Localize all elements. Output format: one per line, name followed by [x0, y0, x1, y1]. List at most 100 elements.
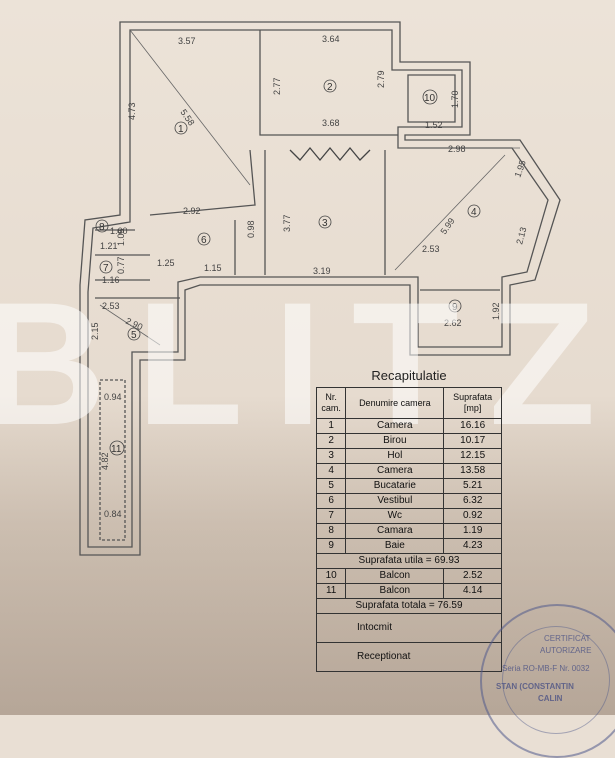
room-number-5: 5	[131, 330, 137, 341]
room-number-6: 6	[201, 235, 207, 246]
recap-table: Nr. cam. Denumire camera Suprafata [mp] …	[315, 387, 502, 672]
cell-name: Vestibul	[345, 493, 445, 509]
balcony-11	[99, 379, 126, 541]
inner-wall	[87, 29, 549, 548]
dim-label: 2.92	[183, 206, 201, 216]
cell-nr: 1	[315, 418, 347, 434]
room-number-9: 9	[452, 302, 458, 313]
wall-room2	[259, 30, 398, 136]
cell-nr: 9	[315, 538, 347, 554]
dim-label: 3.64	[322, 34, 340, 44]
cell-name: Bucatarie	[345, 478, 445, 494]
dim-label: 0.98	[246, 220, 256, 238]
header-area: Suprafata [mp]	[443, 387, 502, 419]
cell-nr: 3	[315, 448, 347, 464]
dim-label: 2.15	[90, 322, 100, 340]
cell-area: 2.52	[443, 568, 502, 584]
total-area: Suprafata totala = 76.59	[316, 598, 502, 614]
header-nr: Nr. cam.	[315, 387, 347, 419]
floor-plan-drawing: 3.57 5.58 4.73 3.64 2.77 2.79 3.68 1.70 …	[79, 21, 561, 556]
dim-label: 1.21	[100, 241, 118, 251]
room-number-7: 7	[103, 263, 109, 274]
recap-panel: Recapitulatie Nr. cam. Denumire camera S…	[315, 368, 502, 672]
dim-label: 1.52	[425, 120, 443, 130]
cell-area: 10.17	[443, 433, 502, 449]
room-number-4: 4	[471, 207, 477, 218]
dim-label: 1.05	[116, 228, 126, 246]
cell-name: Hol	[345, 448, 445, 464]
cell-area: 1.19	[443, 523, 502, 539]
cell-name: Camara	[345, 523, 445, 539]
cell-area: 13.58	[443, 463, 502, 479]
drawn-by: Intocmit	[316, 613, 502, 643]
cell-name: Balcon	[345, 568, 445, 584]
outer-wall	[79, 21, 561, 556]
dim-label: 1.70	[450, 90, 460, 108]
balcony-10	[407, 74, 456, 123]
cell-name: Balcon	[345, 583, 445, 599]
cell-nr: 10	[315, 568, 347, 584]
dim-label: 1.16	[102, 275, 120, 285]
cell-area: 0.92	[443, 508, 502, 524]
cell-nr: 7	[315, 508, 347, 524]
stamp-text: STAN (CONSTANTIN	[496, 682, 574, 691]
dim-label: 2.62	[444, 318, 462, 328]
wall-room1-bottom	[149, 149, 256, 216]
cell-area: 5.21	[443, 478, 502, 494]
cell-area: 16.16	[443, 418, 502, 434]
recap-title: Recapitulatie	[371, 368, 447, 383]
cell-area: 12.15	[443, 448, 502, 464]
dim-label: 0.77	[116, 256, 126, 274]
dim-label: 1.60	[110, 226, 128, 236]
wall-small-rooms	[95, 229, 150, 281]
dim-label: 2.77	[272, 77, 282, 95]
dim-label: 3.68	[322, 118, 340, 128]
room-number-2: 2	[327, 82, 333, 93]
dim-label: 1.25	[157, 258, 175, 268]
cell-nr: 6	[315, 493, 347, 509]
room-number-1: 1	[178, 124, 184, 135]
cell-name: Birou	[345, 433, 445, 449]
dim-label: 1.92	[491, 302, 501, 320]
useful-area: Suprafata utila = 69.93	[316, 553, 502, 569]
useful-area-row: Suprafata utila = 69.93	[316, 553, 502, 569]
cell-name: Baie	[345, 538, 445, 554]
received-by-row: Receptionat	[316, 642, 502, 672]
cell-nr: 4	[315, 463, 347, 479]
dim-label: 3.57	[178, 36, 196, 46]
cell-nr: 11	[315, 583, 347, 599]
authorization-stamp: CERTIFICAT AUTORIZARE Seria RO-MB-F Nr. …	[480, 604, 615, 758]
cell-name: Camera	[345, 418, 445, 434]
room-number-8: 8	[99, 222, 105, 233]
cell-area: 6.32	[443, 493, 502, 509]
dim-label: 4.82	[100, 452, 110, 470]
dim-label: 1.15	[204, 263, 222, 273]
stamp-text: CALIN	[538, 694, 563, 703]
cell-nr: 2	[315, 433, 347, 449]
total-area-row: Suprafata totala = 76.59	[316, 598, 502, 614]
received-by: Receptionat	[316, 642, 502, 672]
dim-label: 3.19	[313, 266, 331, 276]
dim-label: 0.94	[104, 392, 122, 402]
cell-nr: 5	[315, 478, 347, 494]
stamp-text: AUTORIZARE	[540, 646, 592, 655]
room-number-11: 11	[111, 444, 122, 455]
dim-label: 3.77	[282, 214, 292, 232]
stamp-text: Seria RO-MB-F Nr. 0032	[502, 664, 590, 673]
room-number-3: 3	[322, 218, 328, 229]
cell-name: Camera	[345, 463, 445, 479]
cell-area: 4.23	[443, 538, 502, 554]
dim-label: 2.13	[514, 226, 528, 246]
cell-area: 4.14	[443, 583, 502, 599]
header-name: Denumire camera	[345, 387, 445, 419]
